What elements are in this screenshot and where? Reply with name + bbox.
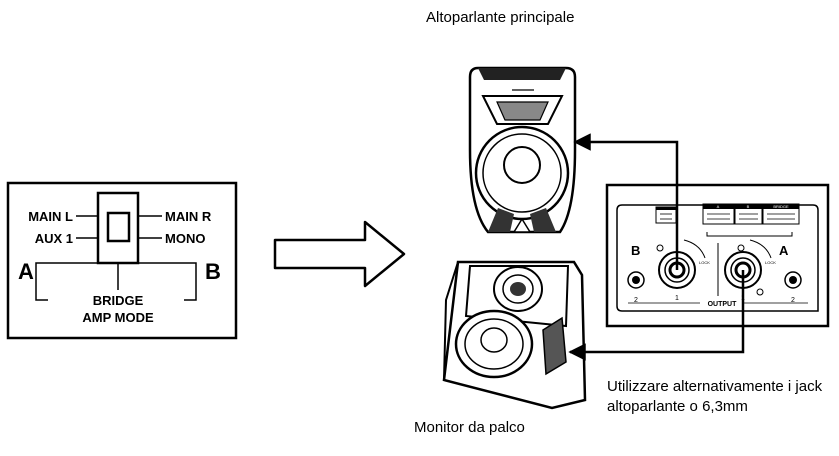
label-main-l: MAIN L [28,209,73,224]
mini-panel-bridge: BRIDGE [773,204,789,209]
lock-a: LOCK [765,260,776,265]
jack-a-number: 2 [791,297,795,304]
cable-to-stage-monitor [568,270,745,361]
main-speaker-caption: Altoparlante principale [426,9,575,26]
jack-note-caption: Utilizzare alternativamente i jack altop… [607,378,823,415]
label-side-b: B [205,259,221,284]
main-speaker [468,66,577,234]
stage-monitor-caption: Monitor da palco [414,419,525,436]
lock-b: LOCK [699,260,710,265]
cable-to-main-speaker [573,133,679,270]
mode-switch-knob [106,211,131,243]
speakon-b-number: 1 [675,295,679,302]
channel-a-label: A [779,243,789,258]
label-main-r: MAIN R [165,209,212,224]
label-mono: MONO [165,231,205,246]
label-aux-1: AUX 1 [35,231,73,246]
speaker-cables [568,133,745,361]
label-bridge: BRIDGE [93,293,144,308]
mini-panel-a: A [717,204,720,209]
channel-b-label: B [631,243,640,258]
flow-arrow [273,220,406,288]
mode-switch-panel: MAIN L AUX 1 MAIN R MONO A B BRIDGE AMP … [6,181,238,340]
stage-monitor [442,260,587,410]
output-panel: A B BRIDGE B 2 LOCK 1 A LOCK [605,183,830,328]
output-label: OUTPUT [708,301,738,308]
label-side-a: A [18,259,34,284]
mini-panel-b: B [747,204,750,209]
jack-b-number: 2 [634,297,638,304]
label-amp-mode: AMP MODE [82,310,154,325]
